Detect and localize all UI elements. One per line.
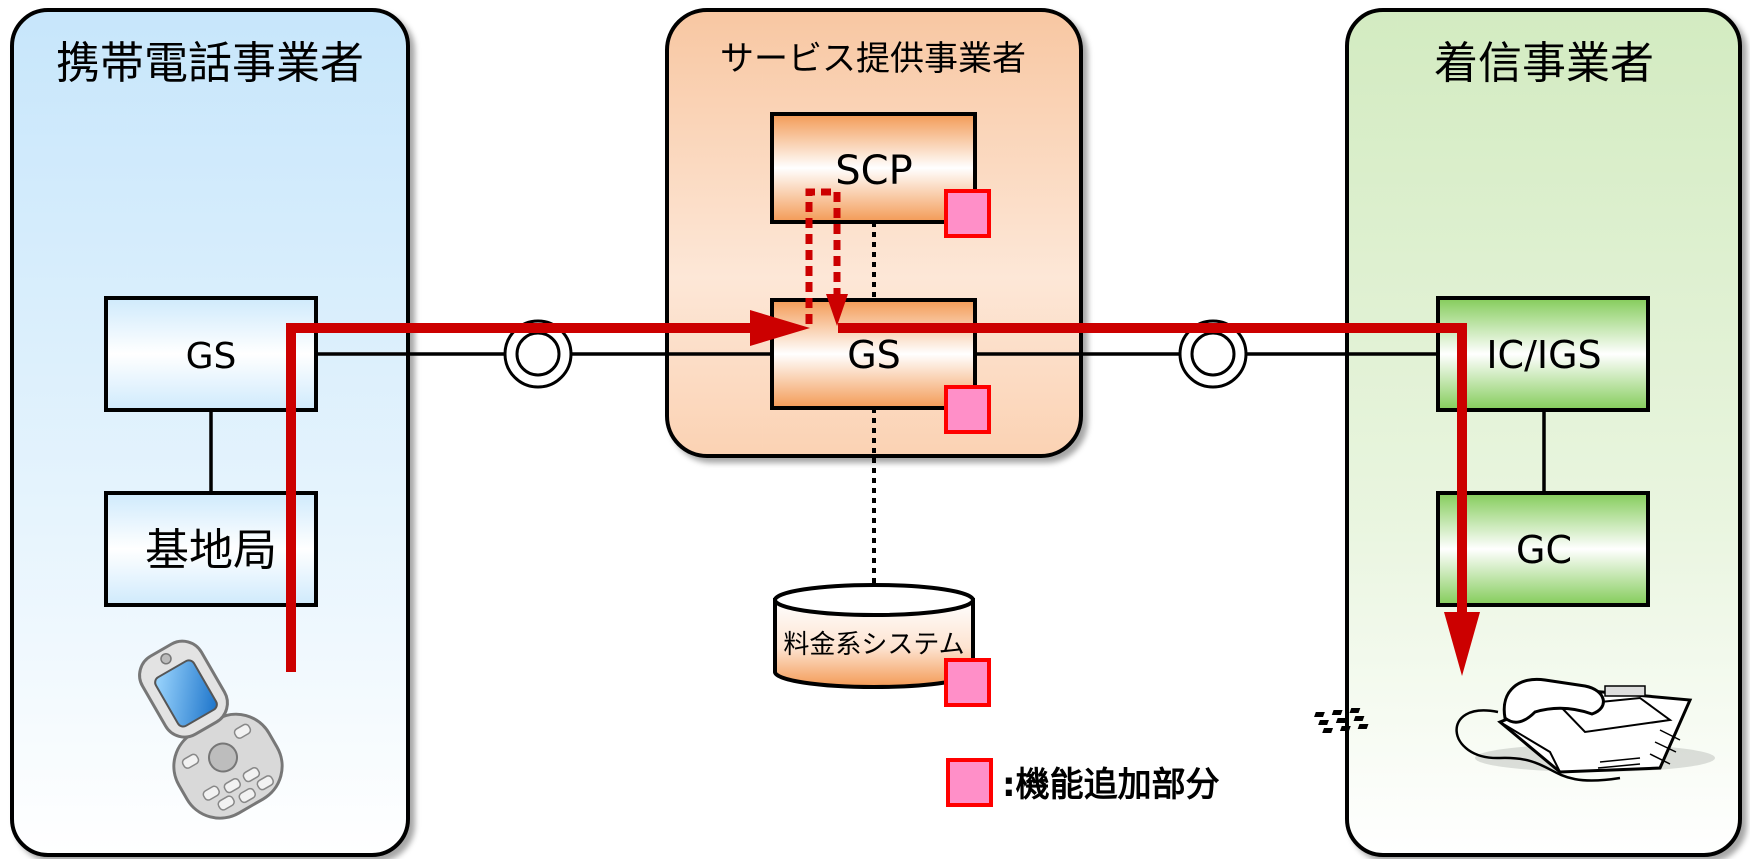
service-provider-title: サービス提供事業者: [720, 39, 1026, 79]
base-station-label: 基地局: [145, 525, 277, 576]
scp-node: [770, 112, 977, 224]
gc-label: GC: [1516, 528, 1572, 572]
interconnect-point-left: [503, 319, 573, 389]
billing-system-label: 料金系システム: [783, 630, 964, 660]
call-path-arrow-to-gs: [750, 310, 810, 346]
ic-igs-label: IC/IGS: [1486, 333, 1601, 377]
interconnect-point-right: [1178, 319, 1248, 389]
mobile-phone-icon: [138, 639, 284, 820]
legend-label: :機能追加部分: [1002, 765, 1220, 805]
gc-node: [1436, 491, 1650, 607]
added-function-marker-gs: [944, 385, 991, 434]
desk-telephone-icon: [1314, 677, 1715, 782]
scp-label: SCP: [835, 148, 912, 194]
added-function-marker-scp: [944, 189, 991, 238]
legend: :機能追加部分: [946, 758, 1220, 807]
call-path: [286, 310, 1480, 676]
mobile-carrier-title: 携帯電話事業者: [56, 38, 364, 89]
scp-query-loop: [805, 188, 848, 326]
ic-igs-node: [1436, 296, 1650, 412]
call-path-arrow-to-phone: [1444, 612, 1480, 676]
billing-system-database: [773, 583, 975, 689]
provider-gs-label: GS: [847, 333, 901, 377]
added-function-marker-billing: [944, 658, 991, 707]
mobile-gs-node: [104, 296, 318, 412]
base-station-node: [104, 491, 318, 607]
legend-added-function-swatch: [946, 758, 993, 807]
terminating-carrier-title: 着信事業者: [1434, 38, 1654, 89]
mobile-gs-label: GS: [186, 336, 237, 377]
